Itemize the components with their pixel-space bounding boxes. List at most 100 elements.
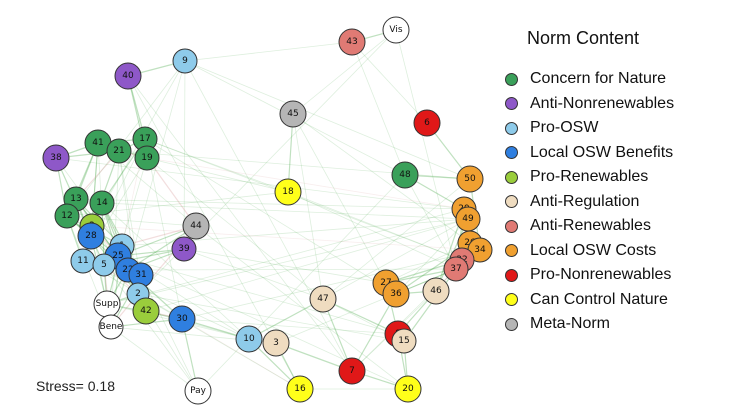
edge — [184, 60, 353, 372]
node-circle — [235, 325, 263, 353]
node-circle — [443, 256, 469, 282]
node-label: Pay — [190, 386, 207, 396]
edge — [145, 310, 250, 340]
node: 21 — [106, 138, 132, 164]
edge — [395, 29, 457, 270]
node-label: 15 — [398, 336, 409, 346]
node: 20 — [394, 375, 422, 403]
edge — [106, 218, 469, 305]
node-label: 41 — [92, 138, 103, 148]
legend-label: Local OSW Costs — [530, 241, 657, 259]
node: Pay — [184, 377, 212, 405]
node: 37 — [443, 256, 469, 282]
node: 40 — [114, 62, 142, 90]
legend-label: Meta-Norm — [530, 315, 611, 333]
node: 11 — [70, 248, 96, 274]
node-label: 6 — [424, 118, 430, 128]
legend-swatch — [505, 244, 518, 258]
edge — [404, 174, 457, 270]
node: 50 — [456, 165, 484, 193]
node: 48 — [391, 161, 419, 189]
edge — [275, 268, 457, 344]
edge — [145, 218, 469, 312]
node: 9 — [172, 48, 198, 74]
node-label: 20 — [402, 384, 414, 394]
node-label: Bene — [100, 322, 123, 332]
edge — [181, 318, 301, 390]
edge — [248, 298, 324, 340]
edge — [287, 191, 457, 270]
node-label: 18 — [282, 187, 294, 197]
edge — [140, 274, 199, 392]
node-circle — [262, 329, 290, 357]
node-circle — [394, 375, 422, 403]
edge — [395, 218, 469, 295]
node-circle — [106, 138, 132, 164]
legend-title: Norm Content — [527, 28, 640, 48]
node-circle — [279, 100, 307, 128]
node: 10 — [235, 325, 263, 353]
edge — [146, 157, 289, 193]
legend-item: Anti-Regulation — [505, 190, 745, 215]
node: 49 — [455, 206, 481, 232]
node-circle — [54, 203, 80, 229]
node-circle — [309, 285, 337, 313]
node-label: 45 — [287, 109, 298, 119]
node-label: 28 — [85, 231, 97, 241]
node-circle — [134, 145, 160, 171]
node-circle — [114, 62, 142, 90]
node-label: 9 — [182, 56, 188, 66]
node: 28 — [77, 222, 105, 250]
edge — [106, 208, 465, 305]
node-label: 3 — [273, 338, 279, 348]
edge — [351, 41, 428, 124]
node-label: 17 — [139, 134, 150, 144]
node: 17 — [132, 126, 158, 152]
legend-item: Anti-Nonrenewables — [505, 92, 745, 117]
node: 39 — [171, 236, 197, 262]
edge — [101, 202, 250, 340]
legend-label: Anti-Renewables — [530, 217, 651, 235]
edge — [351, 41, 406, 176]
node-circle — [338, 357, 366, 385]
node-label: 22 — [122, 265, 133, 275]
edge — [117, 255, 399, 335]
node-label: 16 — [294, 384, 306, 394]
node-label: 14 — [96, 198, 108, 208]
legend-label: Concern for Nature — [530, 70, 667, 88]
node: 47 — [309, 285, 337, 313]
node-label: 27 — [380, 278, 391, 288]
edge — [184, 60, 471, 180]
edge — [181, 318, 399, 335]
legend-swatch — [505, 293, 518, 307]
edge — [127, 268, 457, 271]
edge — [146, 157, 197, 227]
node: 19 — [134, 145, 160, 171]
legend-swatch — [505, 317, 518, 331]
legend-swatch — [505, 72, 518, 86]
node-circle — [391, 328, 417, 354]
edge — [91, 225, 481, 251]
legend-item: Anti-Renewables — [505, 214, 745, 239]
edge — [91, 142, 99, 227]
node-circle — [182, 212, 210, 240]
node: 15 — [391, 328, 417, 354]
legend-label: Pro-Nonrenewables — [530, 266, 672, 284]
edge — [144, 138, 397, 295]
node: 6 — [413, 109, 441, 137]
node-circle — [92, 253, 116, 277]
node-circle — [168, 305, 196, 333]
edge — [103, 264, 199, 392]
edge — [184, 41, 353, 62]
edge — [101, 202, 469, 220]
node-label: 50 — [464, 174, 476, 184]
edge — [292, 29, 397, 115]
legend-item: Pro-OSW — [505, 116, 745, 141]
node: 14 — [89, 190, 115, 216]
edge — [137, 293, 301, 390]
edge — [181, 249, 481, 320]
node: 30 — [168, 305, 196, 333]
node-circle — [422, 277, 450, 305]
